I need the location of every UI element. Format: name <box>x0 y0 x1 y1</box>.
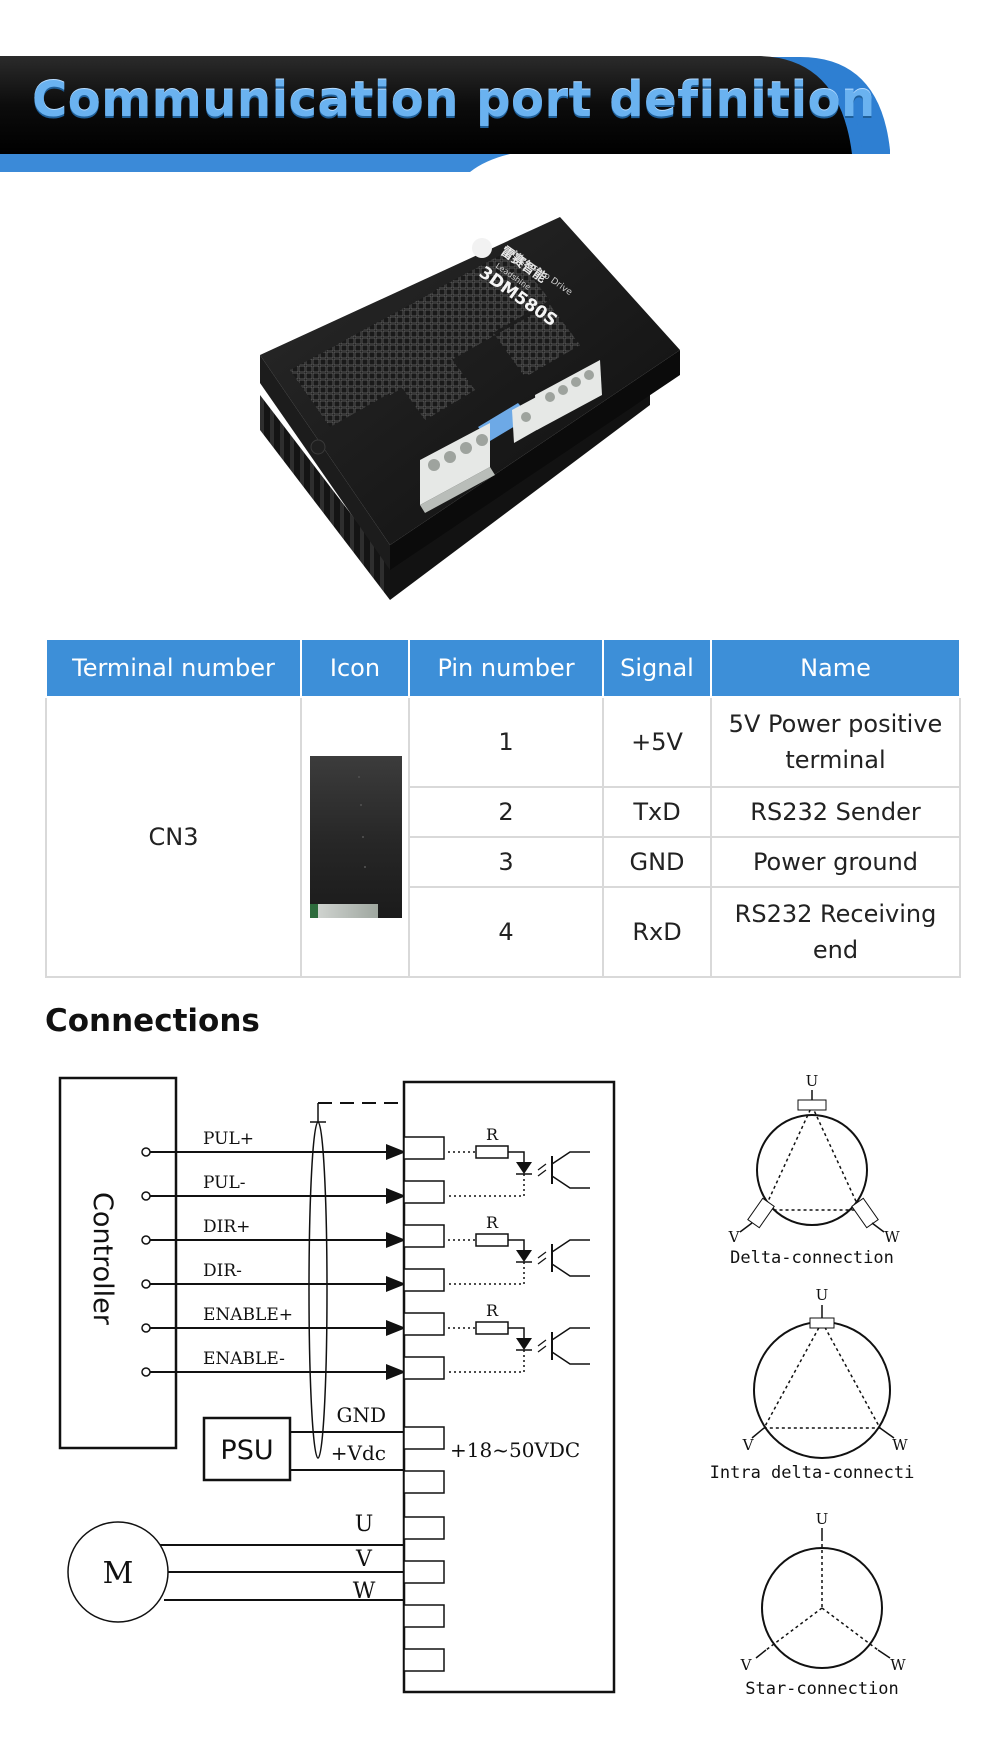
intra-delta-w-label: W <box>892 1436 908 1454</box>
brand-logo-icon <box>472 238 492 258</box>
header-signal: Signal <box>602 638 712 698</box>
terminal-cell: CN3 <box>45 696 302 978</box>
shield-ellipse <box>308 1121 328 1459</box>
icon-cell <box>300 696 410 978</box>
drive-terminal <box>403 1470 445 1494</box>
header-name: Name <box>710 638 961 698</box>
signal-terminal-block <box>512 360 602 443</box>
delta-u-label: U <box>806 1072 819 1090</box>
pin-number-cell: 1 <box>408 696 604 788</box>
signal-label: ENABLE+ <box>203 1305 293 1325</box>
signal-cell: TxD <box>602 786 712 838</box>
optocoupler: R <box>448 1125 590 1197</box>
pin-number-cell: 3 <box>408 836 604 888</box>
drive-terminal <box>403 1604 445 1628</box>
controller-label: Controller <box>87 1192 118 1326</box>
controller-box <box>58 1076 178 1450</box>
optocoupler: R <box>448 1213 590 1285</box>
table-row: 2 TxD RS232 Sender <box>46 786 961 838</box>
resistor-label: R <box>486 1125 499 1144</box>
name-cell: RS232 Receiving end <box>710 886 961 978</box>
drive-box <box>402 1080 616 1694</box>
header-pin-number: Pin number <box>408 638 604 698</box>
delta-connection-label: Delta-connection <box>730 1248 894 1268</box>
signal-label: PUL- <box>203 1173 246 1193</box>
drive-terminal <box>403 1648 445 1672</box>
drive-terminals <box>403 1136 445 1672</box>
psu-box <box>202 1416 292 1482</box>
signal-terminal-dot <box>141 1279 151 1289</box>
delta-w-label: W <box>884 1228 900 1246</box>
page-title: Communication port definition <box>32 72 876 128</box>
signal-cell: GND <box>602 836 712 888</box>
signal-label: DIR- <box>203 1261 242 1281</box>
drive-terminal <box>403 1312 445 1336</box>
intra-delta-v-label: V <box>742 1436 755 1454</box>
header-icon: Icon <box>300 638 410 698</box>
pin-definition-table: Terminal number Icon Pin number Signal N… <box>45 638 961 978</box>
motor-label: M <box>103 1556 134 1591</box>
signal-cell: +5V <box>602 696 712 788</box>
motor-phase-w: W <box>353 1579 376 1604</box>
header-terminal-number: Terminal number <box>45 638 302 698</box>
signal-lines: PUL+ PUL- DIR+ DIR- ENABLE+ ENABLE- <box>141 1129 406 1380</box>
stepper-drive-illustration: 雷赛智能 Leadshine Microstep Drive 3DM580S <box>260 217 680 600</box>
delta-connection-diagram: U V W Delta-connection <box>728 1072 901 1268</box>
voltage-label: +18~50VDC <box>450 1438 580 1462</box>
signal-label: ENABLE- <box>203 1349 285 1369</box>
star-connection-diagram: U V W Star-connection <box>740 1510 907 1699</box>
resistor-label: R <box>486 1213 499 1232</box>
drive-terminal <box>403 1426 445 1450</box>
optocouplers: R R R <box>448 1125 590 1373</box>
intra-delta-connection-label: Intra delta-connecti <box>710 1463 915 1483</box>
table-row: CN3 1 +5V 5V Power positive terminal <box>45 696 961 978</box>
drive-terminal <box>403 1268 445 1292</box>
delta-v-label: V <box>728 1228 741 1246</box>
signal-terminal-dot <box>141 1147 151 1157</box>
header-banner: Communication port definition <box>0 0 1000 190</box>
name-cell: RS232 Sender <box>710 786 961 838</box>
signal-terminal-dot <box>141 1323 151 1333</box>
pin-number-cell: 2 <box>408 786 604 838</box>
motor-phase-v: V <box>355 1547 373 1572</box>
signal-label: PUL+ <box>203 1129 254 1149</box>
drive-terminal <box>403 1180 445 1204</box>
star-w-label: W <box>890 1656 906 1674</box>
motor-terminal-block <box>420 423 495 513</box>
psu-label: PSU <box>220 1435 273 1466</box>
connections-heading: Connections <box>45 1003 260 1039</box>
intra-delta-connection-diagram: U V W Intra delta-connecti <box>710 1286 915 1483</box>
drive-terminal <box>403 1560 445 1584</box>
drive-terminal <box>403 1516 445 1540</box>
drive-terminal <box>403 1136 445 1160</box>
psu-vdc-label: +Vdc <box>331 1441 386 1465</box>
signal-terminal-dot <box>141 1191 151 1201</box>
name-cell: Power ground <box>710 836 961 888</box>
name-cell: 5V Power positive terminal <box>710 696 961 788</box>
resistor-label: R <box>486 1301 499 1320</box>
port-photo-icon <box>310 756 402 918</box>
drive-terminal <box>403 1224 445 1248</box>
signal-cell: RxD <box>602 886 712 978</box>
banner-graphic <box>0 56 890 172</box>
table-row: 3 GND Power ground <box>46 836 961 888</box>
pin-number-cell: 4 <box>408 886 604 978</box>
signal-terminal-dot <box>141 1235 151 1245</box>
psu-gnd-label: GND <box>336 1403 386 1427</box>
signal-terminal-dot <box>141 1367 151 1377</box>
wiring-diagram: Controller PUL+ PUL- DIR+ DIR- ENABLE+ ENABLE… <box>58 1072 915 1699</box>
intra-delta-u-label: U <box>816 1286 829 1304</box>
star-u-label: U <box>816 1510 829 1528</box>
table-header-row: Terminal number Icon Pin number Signal N… <box>45 638 961 698</box>
star-connection-label: Star-connection <box>745 1679 899 1699</box>
table-row: 4 RxD RS232 Receiving end <box>46 886 961 978</box>
drive-terminal <box>403 1356 445 1380</box>
star-v-label: V <box>740 1656 753 1674</box>
product-photo: 雷赛智能 Leadshine Microstep Drive 3DM580S <box>250 205 730 605</box>
motor-phase-u: U <box>355 1512 374 1537</box>
optocoupler: R <box>448 1301 590 1373</box>
signal-label: DIR+ <box>203 1217 250 1237</box>
